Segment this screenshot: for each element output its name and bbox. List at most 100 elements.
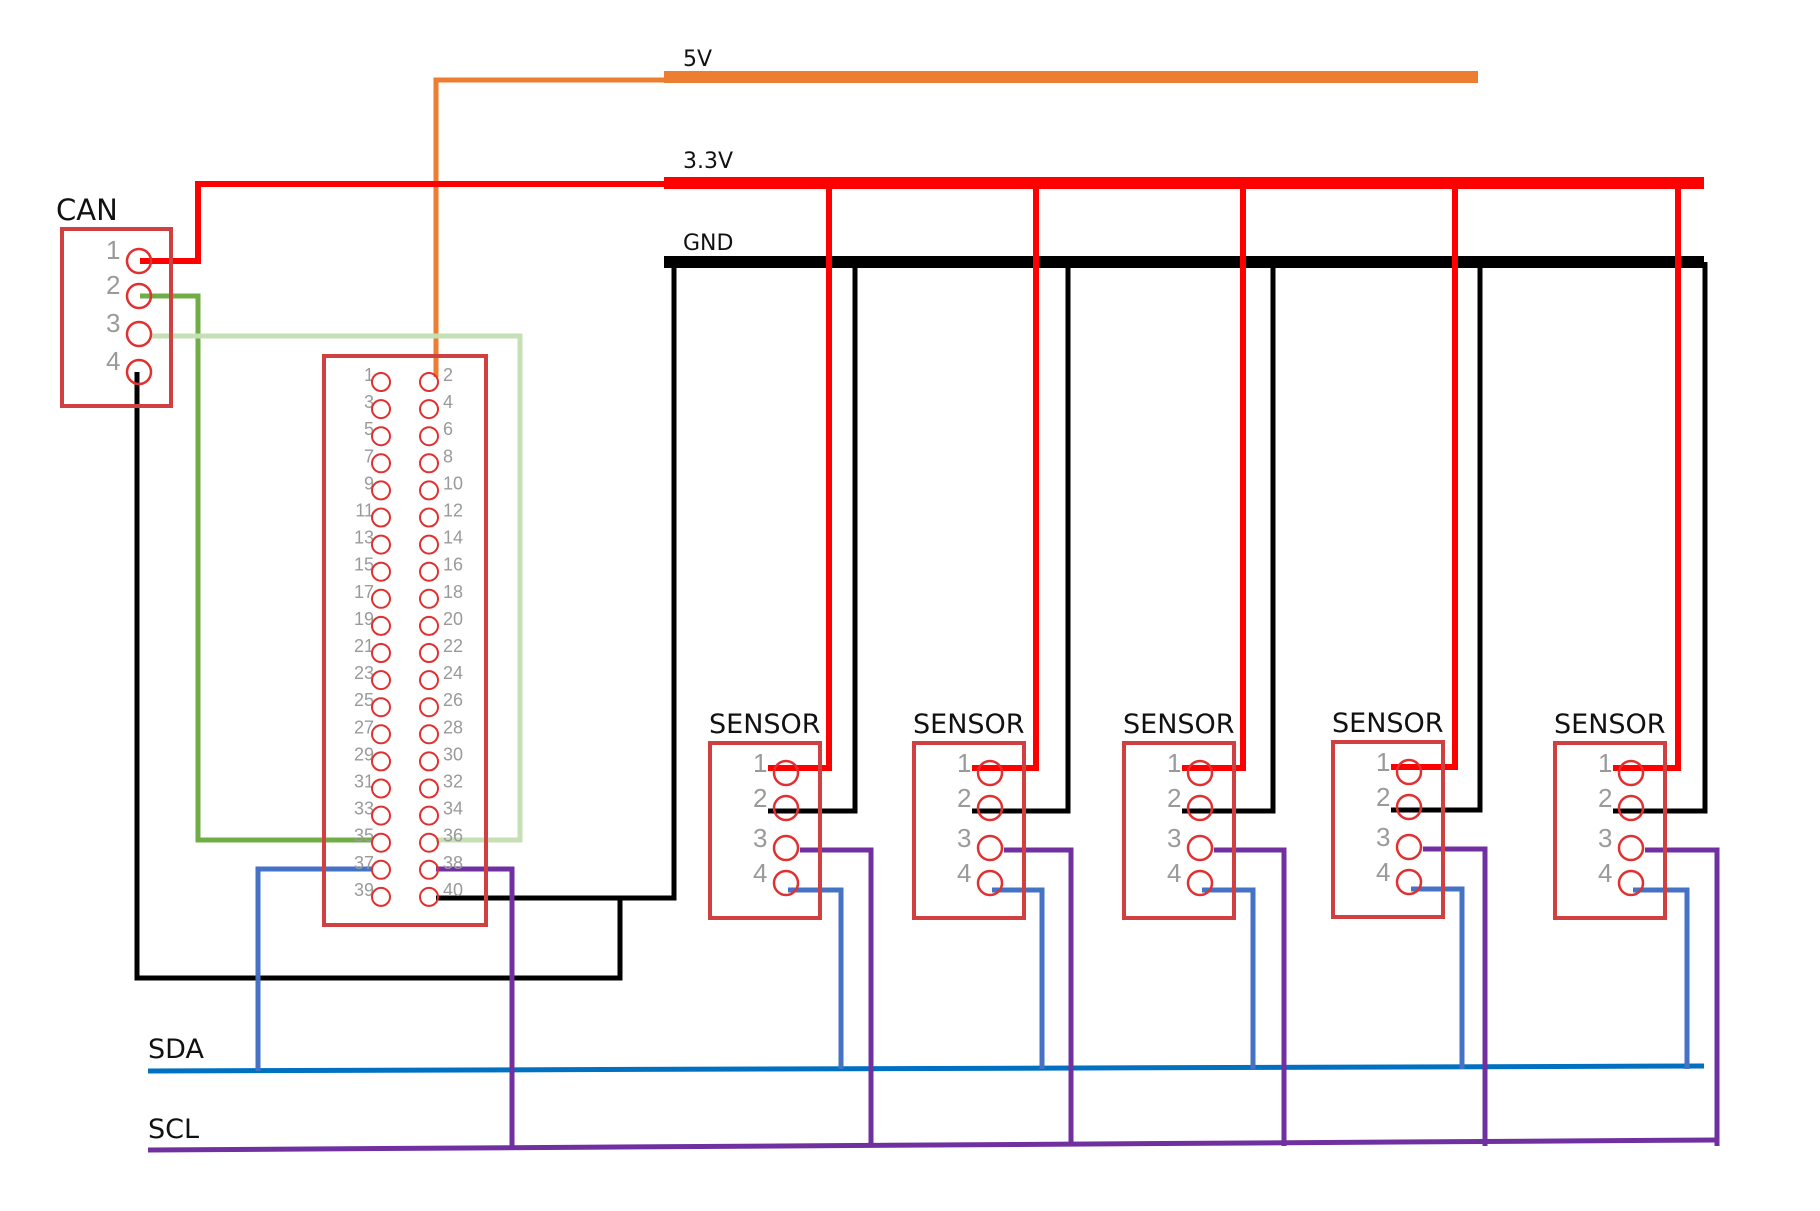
- header-pin-number-even: 4: [443, 392, 453, 412]
- header-pin-number-odd: 7: [364, 446, 374, 466]
- header-pin-odd: [371, 507, 391, 528]
- can-connector-box: [60, 227, 173, 408]
- header-pin-number-odd: 17: [354, 582, 374, 602]
- header-pin-odd: [371, 778, 391, 799]
- sensor-pin-number: 1: [1376, 747, 1390, 777]
- bus-scl-wire: [147, 1137, 1718, 1153]
- sensor-label: SENSOR: [709, 709, 821, 740]
- header-pin-even: [419, 480, 439, 501]
- can-pin-number: 2: [106, 270, 120, 300]
- wire-can3-to-pin36: [150, 333, 523, 843]
- sensor-scl-wire: [1004, 847, 1074, 1146]
- sensor-box: [1331, 740, 1445, 919]
- sensor-pin: [1395, 758, 1423, 786]
- header-pin-even: [419, 697, 439, 718]
- header-pin-number-even: 36: [443, 826, 463, 846]
- sensor-vcc-wire: [1391, 183, 1458, 770]
- sensor-pin-number: 2: [1376, 782, 1390, 812]
- sensor-pin-number: 1: [1598, 748, 1612, 778]
- sensor-scl-wire: [800, 847, 874, 1146]
- header-pin-number-even: 26: [443, 690, 463, 710]
- sensor-sda-wire: [788, 887, 844, 1069]
- sensor-pin: [1617, 869, 1645, 897]
- sensor-pin-number: 4: [1376, 857, 1390, 887]
- header-pin-number-odd: 35: [354, 826, 374, 846]
- bus-label-sda: SDA: [148, 1034, 204, 1065]
- header-pin-number-odd: 27: [354, 717, 374, 737]
- header-pin-number-odd: 29: [354, 744, 374, 764]
- sensor-sda-wire: [992, 887, 1045, 1069]
- header-pin-number-even: 30: [443, 744, 463, 764]
- header-pin-number-even: 18: [443, 582, 463, 602]
- sensor-pin: [1395, 793, 1423, 821]
- sensor-pin: [1186, 794, 1214, 822]
- wire-pin37-to-sda: [255, 866, 373, 1071]
- header-pin-number-even: 38: [443, 853, 463, 873]
- sensor-sda-wire: [1633, 887, 1690, 1069]
- sensor-pin-number: 4: [753, 858, 767, 888]
- header-box: [322, 354, 488, 927]
- sensor-pin: [772, 869, 800, 897]
- sensor-pin: [976, 869, 1004, 897]
- sensor-vcc-wire: [768, 183, 832, 771]
- header-pin-even: [419, 453, 439, 474]
- sensor-box: [708, 741, 822, 920]
- header-pin-odd: [371, 372, 391, 392]
- sensor-sda-wire: [1411, 886, 1465, 1069]
- bus-label-scl: SCL: [148, 1114, 199, 1145]
- wire-can4-to-gnd: [134, 263, 677, 981]
- bus-label-5v: 5V: [683, 47, 712, 72]
- header-pin-even: [419, 643, 439, 663]
- sensor-pin-number: 4: [1598, 858, 1612, 888]
- sensor-pin: [772, 794, 800, 822]
- sensor-pin-number: 4: [1167, 858, 1181, 888]
- header-pin-even: [419, 372, 439, 392]
- power-and-signal-buses: [147, 71, 1718, 1153]
- header-pin-number-even: 24: [443, 663, 463, 683]
- header-pin-odd: [371, 399, 391, 420]
- sensor-pin-number: 3: [957, 823, 971, 853]
- header-pin-odd: [371, 534, 391, 555]
- can-pin: [125, 247, 153, 275]
- bus-label-gnd: GND: [683, 231, 733, 256]
- sensor-pin: [976, 759, 1004, 787]
- header-pin-number-even: 6: [443, 419, 453, 439]
- sensor-label: SENSOR: [1332, 708, 1444, 739]
- header-pin-even: [419, 886, 439, 907]
- header-pin-number-even: 20: [443, 609, 463, 629]
- can-pin-number: 1: [106, 235, 120, 265]
- sensor-pin: [976, 794, 1004, 822]
- can-pin: [125, 282, 153, 310]
- header-pin-number-even: 14: [443, 528, 463, 548]
- header-pin-number-odd: 1: [364, 365, 374, 385]
- header-pin-number-odd: 39: [354, 880, 374, 900]
- header-pin-odd: [371, 697, 391, 718]
- sensor-pin-number: 3: [1598, 823, 1612, 853]
- sensor-box: [912, 741, 1026, 920]
- sensor-vcc-wire: [1182, 183, 1246, 771]
- bus-label-3v3: 3.3V: [683, 149, 733, 174]
- header-pin-number-odd: 21: [354, 636, 374, 656]
- header-pin-odd: [371, 886, 391, 907]
- sensor-pin-number: 1: [753, 748, 767, 778]
- header-pin-odd: [371, 832, 391, 853]
- header-pin-even: [419, 615, 439, 636]
- header-pin-even: [419, 426, 439, 447]
- sensor-pin-number: 2: [957, 783, 971, 813]
- wire-pin38-to-scl: [436, 866, 515, 1147]
- header-pin-odd: [371, 561, 391, 582]
- sensor-pin: [772, 759, 800, 787]
- wire-can1-to-3v3: [140, 181, 664, 264]
- sensor-pin-number: 1: [957, 748, 971, 778]
- can-pin-number: 3: [106, 308, 120, 338]
- header-pin-even: [419, 832, 439, 853]
- can-label: CAN: [56, 193, 118, 227]
- header-pin-odd: [371, 453, 391, 474]
- can-pin: [125, 320, 153, 348]
- sensor-pin: [1186, 834, 1214, 862]
- header-pin-odd: [371, 724, 391, 745]
